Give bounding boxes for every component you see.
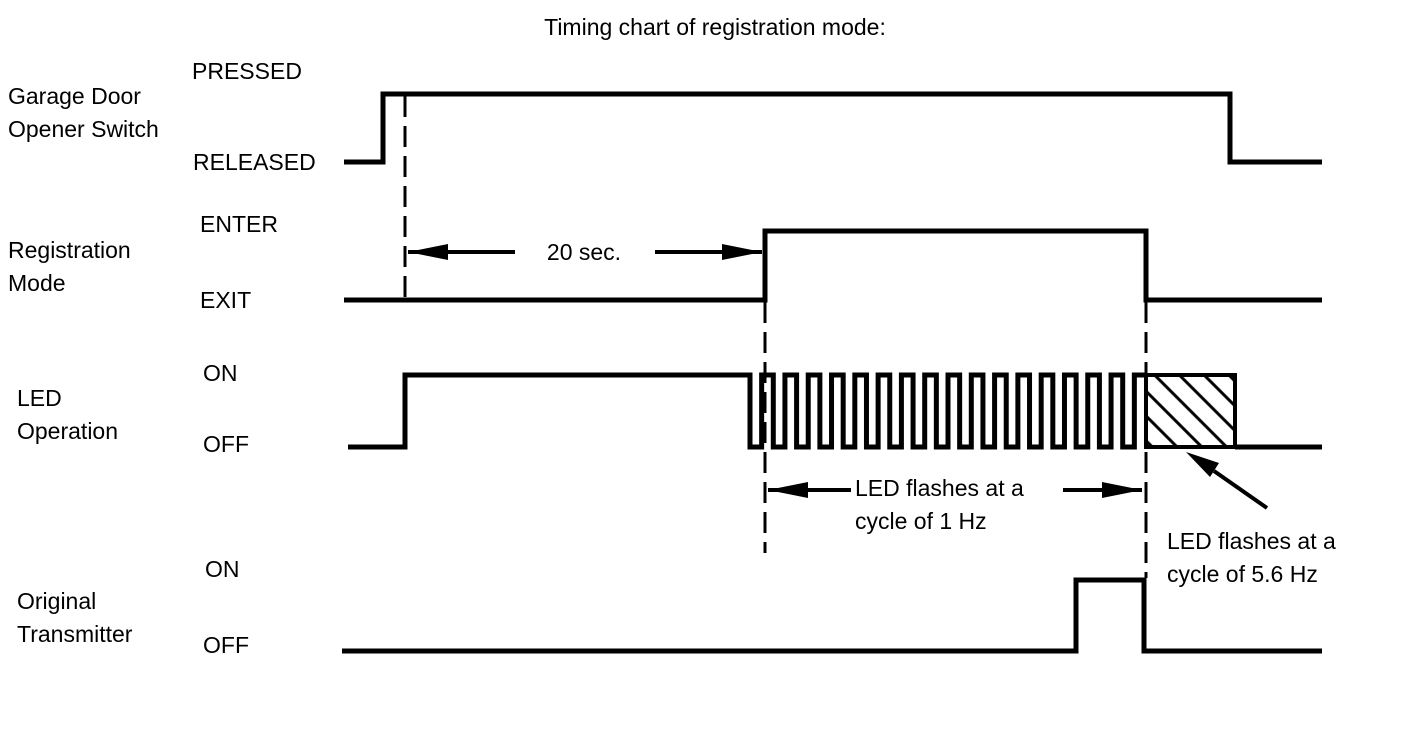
flash-1hz-arrow-right-head [1102, 482, 1142, 498]
original-transmitter-waveform [342, 577, 1322, 654]
flash-1hz-arrow-left-head [768, 482, 808, 498]
level-label-tx-off: OFF [203, 632, 249, 658]
row-label-registration-1: Registration [8, 237, 131, 263]
row-label-registration-2: Mode [8, 270, 66, 296]
row-label-led-2: Operation [17, 418, 118, 444]
row-label-transmitter-2: Transmitter [17, 621, 133, 647]
flash-1hz-annotation: LED flashes at a cycle of 1 Hz [768, 475, 1142, 534]
level-label-enter: ENTER [200, 211, 278, 237]
flash-56hz-annotation: LED flashes at a cycle of 5.6 Hz [1167, 452, 1336, 587]
interval-label: 20 sec. [547, 239, 621, 265]
flash-56hz-label-line2: cycle of 5.6 Hz [1167, 561, 1318, 587]
flash-1hz-label-line1: LED flashes at a [855, 475, 1024, 501]
garage-door-opener-switch-waveform [344, 91, 1322, 165]
interval-arrow-left-head [408, 244, 448, 260]
flash-1hz-label-line2: cycle of 1 Hz [855, 508, 987, 534]
flash-56hz-arrow-head [1186, 452, 1219, 477]
row-label-garage-door-1: Garage Door [8, 83, 141, 109]
flash-56hz-arrow-shaft [1212, 469, 1269, 510]
level-label-led-on: ON [203, 360, 238, 386]
led-56hz-flash-region [1144, 373, 1237, 449]
level-label-exit: EXIT [200, 287, 251, 313]
level-label-released: RELEASED [193, 149, 316, 175]
row-label-led-1: LED [17, 385, 62, 411]
waveform-layer [342, 91, 1322, 654]
level-label-led-off: OFF [203, 431, 249, 457]
led-operation-waveform [348, 372, 1146, 450]
level-label-pressed: PRESSED [192, 58, 302, 84]
page-title: Timing chart of registration mode: [544, 14, 886, 40]
registration-mode-waveform [344, 228, 1322, 303]
row-label-garage-door-2: Opener Switch [8, 116, 159, 142]
level-label-tx-on: ON [205, 556, 240, 582]
flash-56hz-label-line1: LED flashes at a [1167, 528, 1336, 554]
row-label-transmitter-1: Original [17, 588, 96, 614]
interval-annotation: 20 sec. [408, 239, 762, 265]
interval-arrow-right-head [722, 244, 762, 260]
